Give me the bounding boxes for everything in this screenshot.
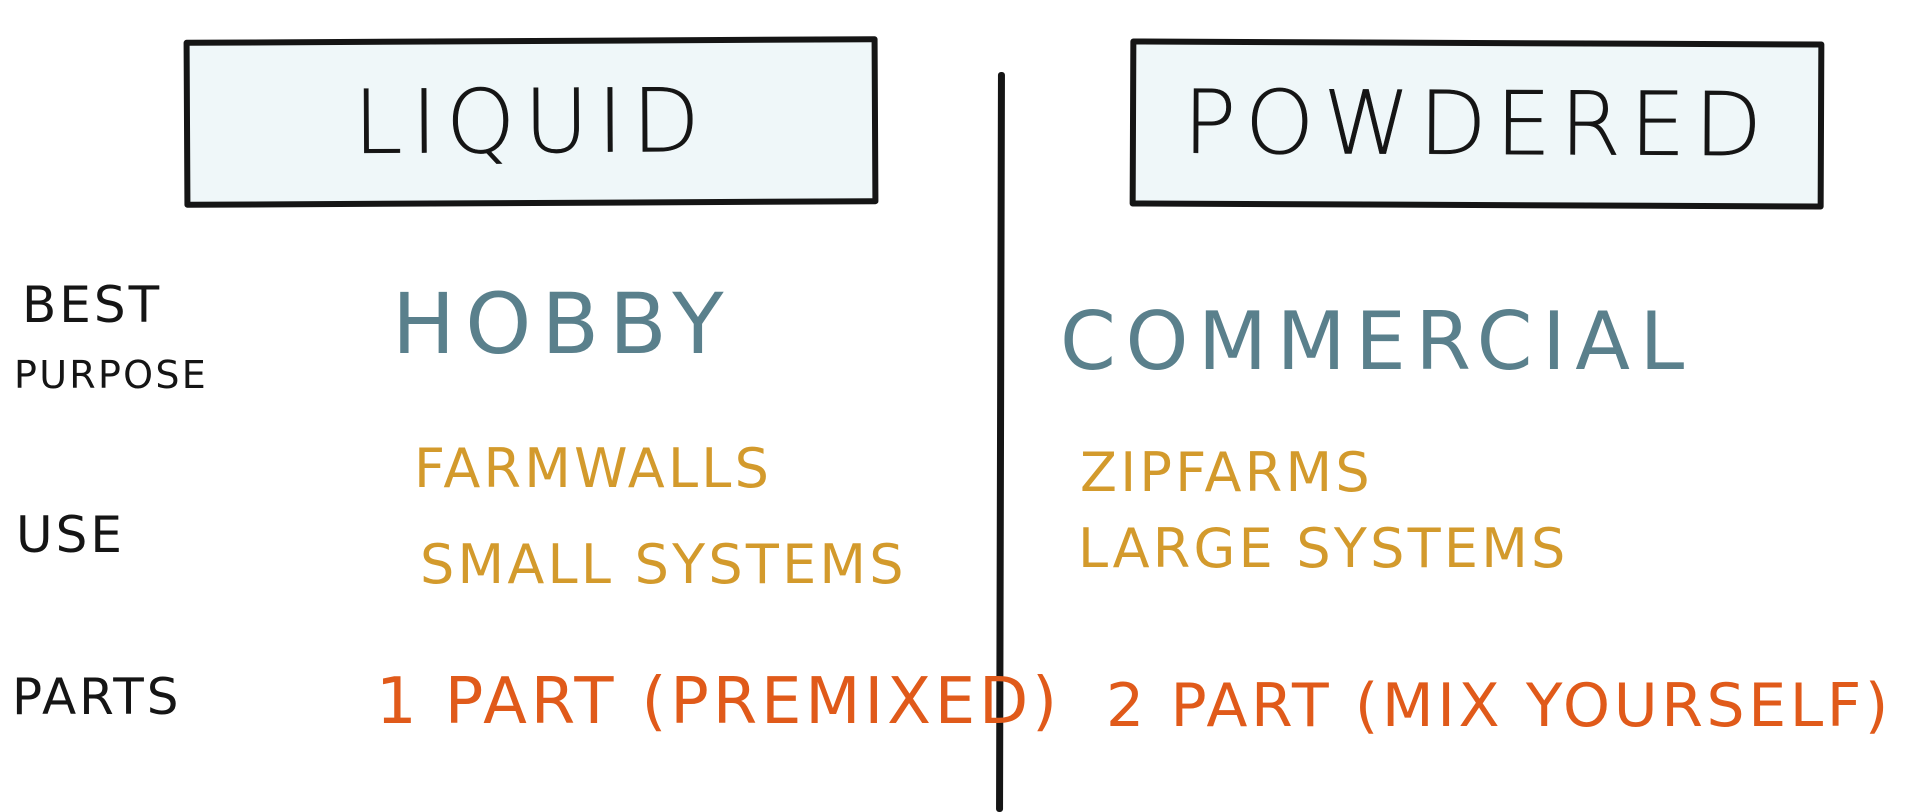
liquid-use-line1: FARMWALLS	[414, 437, 773, 500]
liquid-header-box: LIQUID	[183, 36, 879, 208]
row-label-purpose: PURPOSE	[14, 353, 209, 397]
liquid-best-purpose: HOBBY	[392, 275, 734, 373]
powdered-header-box: POWDERED	[1129, 38, 1825, 210]
liquid-use-line2: SMALL SYSTEMS	[420, 533, 907, 596]
powdered-header-label: POWDERED	[1182, 70, 1772, 177]
row-label-use: USE	[16, 506, 125, 564]
liquid-header-label: LIQUID	[353, 69, 709, 174]
powdered-best-purpose: COMMERCIAL	[1060, 295, 1694, 388]
powdered-parts: 2 PART (MIX YOURSELF)	[1106, 671, 1892, 741]
powdered-use-line1: ZIPFARMS	[1080, 441, 1373, 504]
row-label-best: BEST	[22, 276, 163, 334]
powdered-use-line2: LARGE SYSTEMS	[1078, 517, 1569, 580]
liquid-parts: 1 PART (PREMIXED)	[376, 665, 1061, 739]
row-label-parts: PARTS	[12, 668, 182, 726]
